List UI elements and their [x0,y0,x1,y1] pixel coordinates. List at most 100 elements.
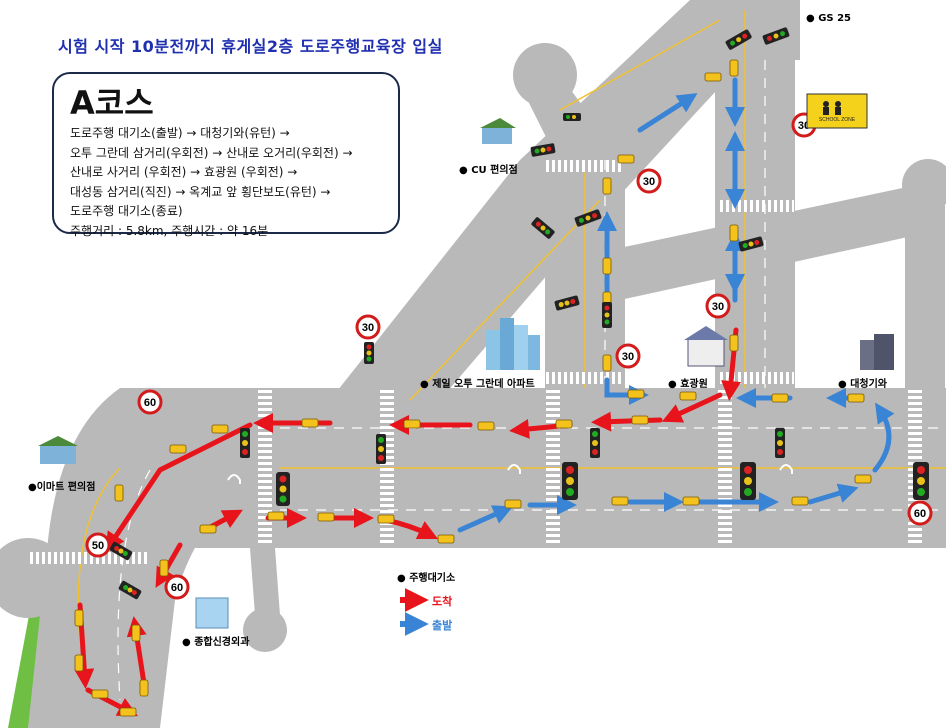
traffic-light-icon [240,428,250,458]
exam-notice: 시험 시작 10분전까지 휴게실2층 도로주행교육장 입실 [58,37,443,56]
car-icon [555,419,573,429]
car-icon [679,391,697,401]
car-icon [631,415,649,425]
car-icon [771,393,789,403]
car-icon [847,393,865,403]
car-icon [169,444,187,454]
car-icon [199,524,217,534]
route-arrow [105,422,253,553]
car-icon [682,496,700,506]
course-title: A코스 [70,84,154,122]
speed-limit-sign-icon: 50 [85,532,111,558]
speed-limit-value: 30 [362,322,374,334]
car-icon [611,496,629,506]
car-icon [602,257,612,275]
car-icon [377,514,395,524]
car-icon [119,707,137,717]
place-clinic: ● 종합신경외과 [182,637,250,648]
course-route-list: 도로주행 대기소(출발) → 대청기와(유턴) → 오투 그란데 삼거리(우회전… [70,124,353,241]
traffic-light-icon [530,143,556,157]
cu-store-icon [480,118,516,144]
car-icon [74,609,84,627]
route-blue [457,77,895,533]
car-icon [504,499,522,509]
route-arrow [872,402,895,473]
traffic-light-icon [376,434,386,464]
apartment-building-icon [486,318,540,370]
car-icon [617,154,635,164]
emart-store-icon [38,436,78,464]
speed-limit-sign-icon: 30 [615,343,641,369]
route-line: 도로주행 대기소(종료) [70,204,183,218]
school-zone-sign-icon: SCHOOL ZONE [806,93,868,129]
speed-limit-sign-icon: 60 [907,500,933,526]
cars [74,59,872,717]
traffic-light-icon [276,472,290,506]
route-line: 대성동 삼거리(직진) → 옥계교 앞 횡단보도(유턴) → [70,184,331,199]
car-icon [267,511,285,521]
traffic-light-icon [364,342,374,364]
traffic-light-icon [762,27,790,45]
route-arrow [457,505,514,533]
route-arrow [637,93,698,133]
traffic-light-icon [725,29,752,50]
legend-arrows [400,588,429,636]
car-icon [704,72,722,82]
traffic-light-icon [740,462,756,500]
speed-limit-value: 60 [144,397,156,409]
course-info-box: A코스 도로주행 대기소(출발) → 대청기와(유턴) → 오투 그란데 삼거리… [52,72,400,238]
car-icon [131,624,141,642]
car-icon [211,424,229,434]
speed-limit-sign-icon: 30 [636,168,662,194]
place-cu: ● CU 편의점 [459,165,518,176]
daecheong-building-icon [860,334,894,370]
car-icon [317,512,335,522]
traffic-light-icon [563,113,581,121]
speed-limit-value: 30 [712,301,724,313]
u-turn-marks [227,464,793,484]
speed-limit-value: 50 [92,540,104,552]
route-line: 도로주행 대기소(출발) → 대청기와(유턴) → [70,126,290,140]
hyogwangwon-building-icon [684,326,728,367]
legend-arrive: 도착 [432,595,453,608]
car-icon [139,679,149,697]
traffic-light-icon [913,462,929,500]
car-icon [791,496,809,506]
car-icon [114,484,124,502]
traffic-light-icon [109,541,133,561]
legend-depart: 출발 [432,619,453,632]
car-icon [729,59,739,77]
route-arrow [807,483,859,505]
traffic-light-icon [590,428,600,458]
car-icon [74,654,84,672]
speed-limit-value: 60 [914,508,926,520]
speed-limit-sign-icon: 30 [355,314,381,340]
traffic-light-icon [738,236,764,252]
traffic-light-icon [554,295,580,311]
car-icon [403,419,421,429]
place-waiting-area: ● 주행대기소 [397,573,456,584]
traffic-light-icon [531,217,555,239]
car-icon [301,418,319,428]
car-icon [602,354,612,372]
car-icon [627,389,645,399]
speed-limit-value: 30 [622,351,634,363]
clinic-building-icon [195,597,229,629]
car-icon [854,474,872,484]
car-icon [437,534,455,544]
traffic-lights [109,27,929,600]
traffic-light-icon [574,209,602,227]
car-icon [477,421,495,431]
place-hyogwangwon: ● 효광원 [668,379,708,390]
car-icon [602,177,612,195]
place-gs25: ● GS 25 [806,13,852,24]
school-zone-text: SCHOOL ZONE [819,117,856,123]
car-icon [159,559,169,577]
course-summary: 주행거리 : 5.8km, 주행시간 : 약 16분 [70,223,269,238]
traffic-light-icon [118,580,142,600]
car-icon [91,689,109,699]
traffic-light-icon [602,302,612,328]
route-arrow [591,411,663,432]
route-line: 오투 그란데 삼거리(우회전) → 산내로 오거리(우회전) → [70,145,353,160]
